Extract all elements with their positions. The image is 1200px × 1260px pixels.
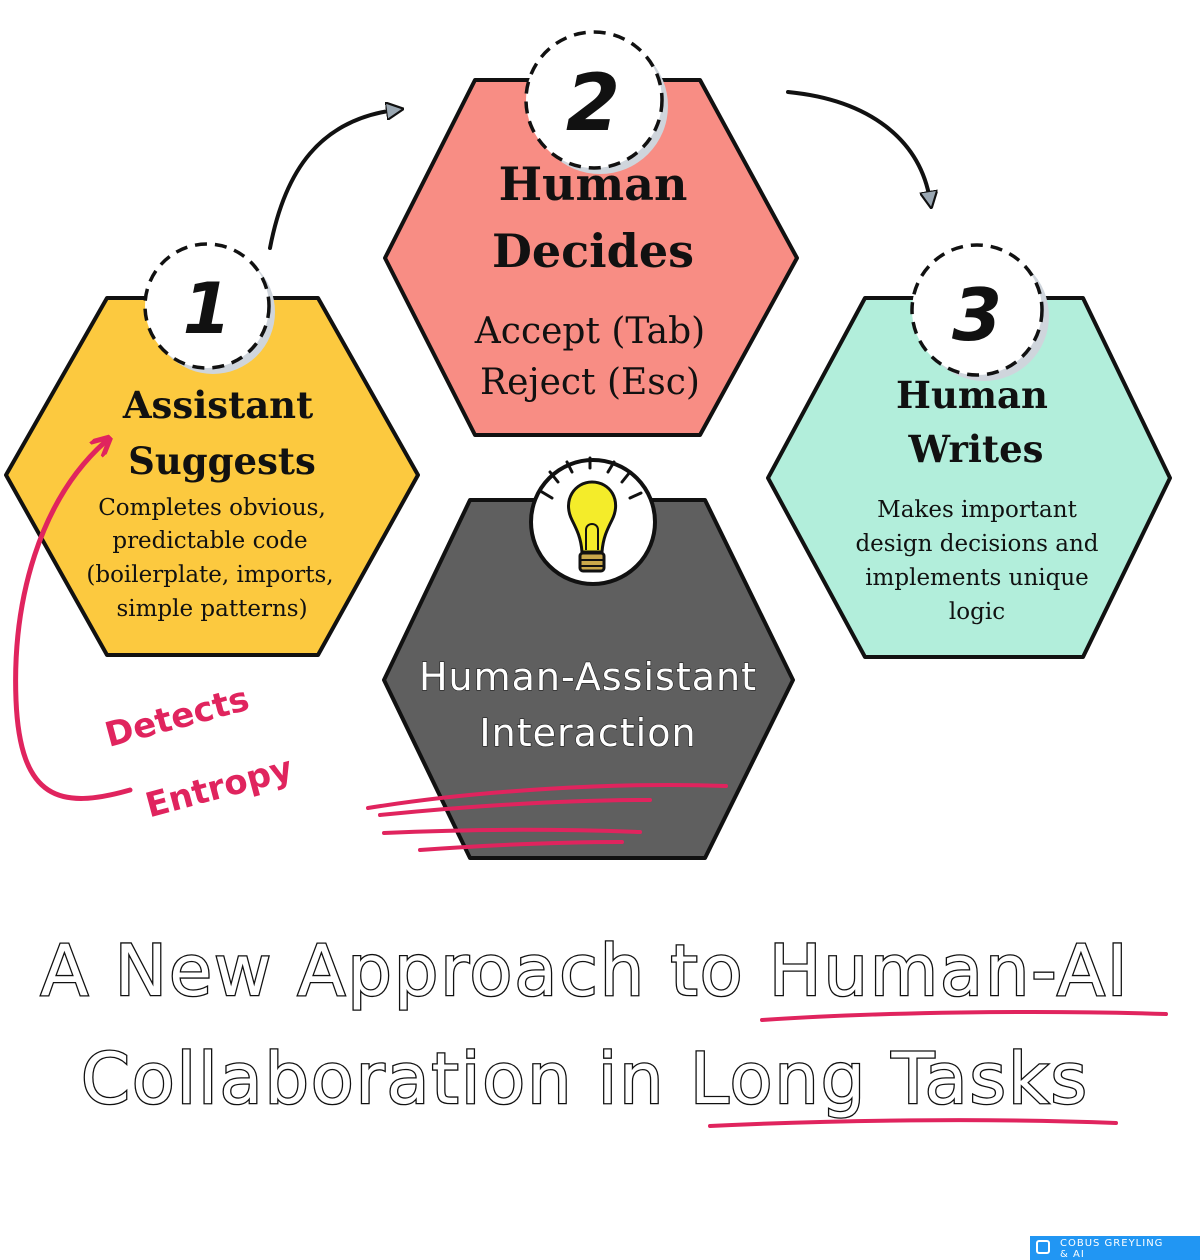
step-3-body-line3: implements unique [865,565,1089,591]
center-underline-scribble-1 [366,782,728,810]
step-1-title-line2: Suggests [128,439,316,483]
step-3-body-line2: design decisions and [855,531,1098,557]
headline-underline-1 [760,1010,1168,1022]
step-3-body-line1: Makes important [877,497,1077,523]
headline: A New Approach to Human-AI Collaboration… [39,929,1168,1128]
center-hexagon: Human-Assistant Interaction [366,498,795,860]
lightbulb-icon [529,456,657,586]
entropy-loop-arrow [13,442,133,801]
step-3-number: 3 [952,273,1002,357]
brand-logo-icon [1036,1240,1050,1254]
step-3-number-badge: 3 [910,243,1049,381]
step-3-hexagon: Human Writes Makes important design deci… [766,296,1172,659]
step-2-number-badge: 2 [524,30,668,174]
step-2-number: 2 [566,59,620,149]
step-3-body-line4: logic [949,599,1005,625]
headline-underline-2 [708,1118,1118,1128]
step-1-body-line3: (boilerplate, imports, [86,562,333,588]
center-underline-scribble-3 [382,827,642,835]
step-1-body-line1: Completes obvious, [98,495,326,521]
step-2-body-line1: Accept (Tab) [474,311,705,352]
headline-line2: Collaboration in Long Tasks [81,1038,1089,1120]
center-label-line1: Human-Assistant [419,655,757,699]
step-2-body-line2: Reject (Esc) [480,362,700,403]
step-3-title-line1: Human [896,373,1048,417]
center-label-line2: Interaction [479,711,696,755]
center-underline-scribble-4 [418,840,624,852]
step-1-body-line4: simple patterns) [116,596,307,622]
step-1-title-line1: Assistant [122,383,313,427]
step-1-number-badge: 1 [143,242,275,374]
step-3-title-line2: Writes [908,427,1044,471]
arrow-1-to-2 [268,110,395,250]
step-2-title-line2: Decides [492,224,694,278]
headline-line1: A New Approach to Human-AI [40,930,1129,1012]
step-1-body-line2: predictable code [112,528,307,554]
entropy-label-line1: Detects [101,679,254,756]
center-underline-scribble-2 [378,798,652,817]
step-1-number: 1 [183,268,232,350]
arrow-2-to-3 [786,90,930,200]
step-1-hexagon: Assistant Suggests Completes obvious, pr… [4,296,420,657]
brand-watermark: COBUS GREYLING & AI [1030,1236,1200,1260]
entropy-label-line2: Entropy [141,749,297,827]
brand-text: COBUS GREYLING & AI [1060,1238,1164,1260]
